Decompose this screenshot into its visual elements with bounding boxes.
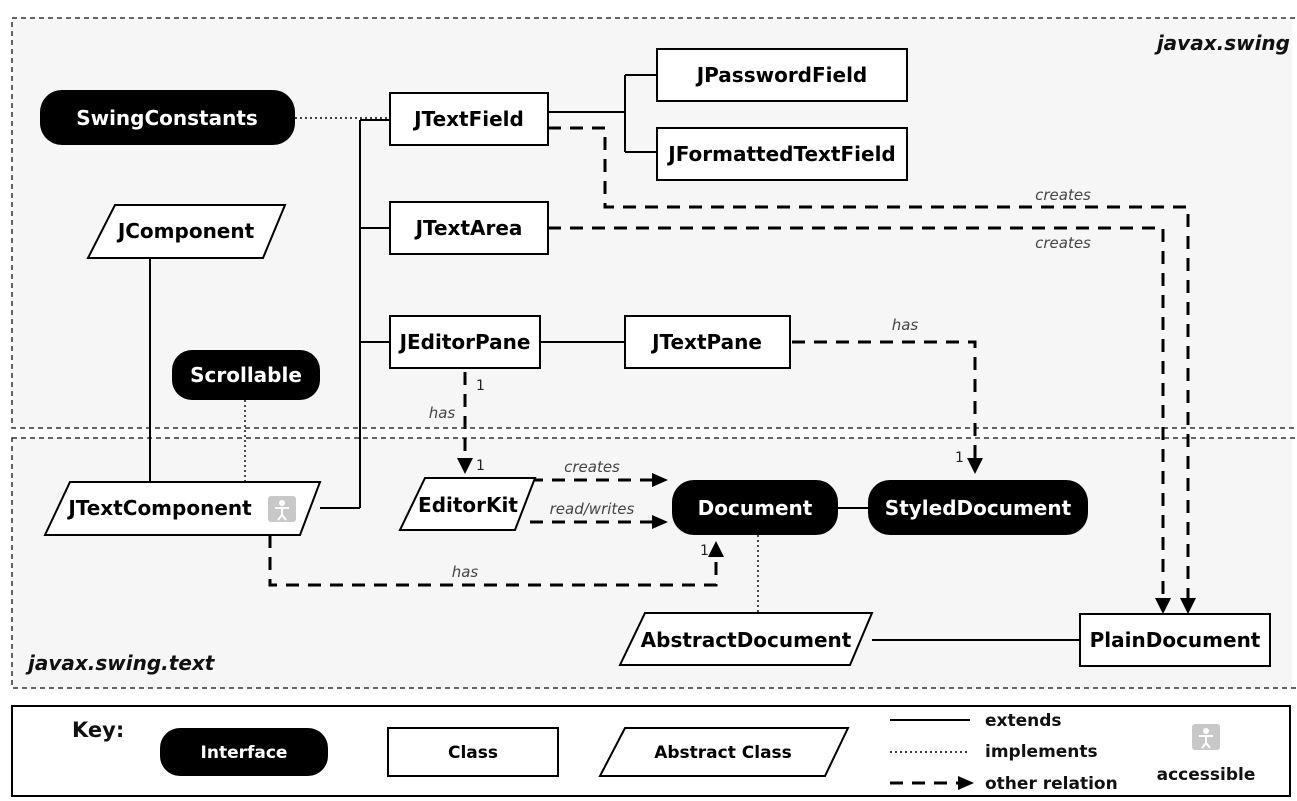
node-plaindocument[interactable]: PlainDocument — [1079, 613, 1271, 667]
multiplicity-editorpane: 1 — [476, 378, 485, 394]
arrowhead-editorkit-creates — [652, 473, 668, 487]
node-jtextcomponent-shape — [43, 481, 322, 536]
legend-interface-shape — [160, 728, 328, 776]
relation-textcomponent-has — [268, 535, 718, 587]
legend-implements-label: implements — [985, 742, 1098, 762]
node-jtextfield-shape — [389, 92, 549, 146]
node-jtextcomponent[interactable]: JTextComponent — [43, 481, 322, 536]
node-jeditorpane-shape — [389, 315, 541, 369]
node-document[interactable]: Document — [672, 480, 838, 535]
node-scrollable[interactable]: Scrollable — [172, 350, 320, 400]
extends-line-textcomponent-trunk — [320, 119, 390, 509]
node-editorkit-shape — [398, 477, 537, 531]
legend: Key: Interface Class Abstract Class exte… — [11, 705, 1291, 797]
node-jtextarea-shape — [389, 201, 549, 255]
node-editorkit-label: EditorKit — [418, 493, 518, 517]
arrowhead-textpane-has — [967, 458, 983, 474]
node-jpasswordfield[interactable]: JPasswordField — [656, 48, 908, 102]
node-scrollable-shape — [172, 350, 320, 400]
node-scrollable-label: Scrollable — [190, 363, 302, 387]
node-jtextcomponent-label: JTextComponent — [66, 496, 252, 520]
node-swingconstants[interactable]: SwingConstants — [40, 90, 295, 145]
node-abstractdocument-label: AbstractDocument — [641, 628, 852, 652]
node-jtextpane-shape — [624, 315, 791, 369]
multiplicity-editorkit: 1 — [476, 458, 485, 474]
package-swing-label: javax.swing — [1154, 31, 1290, 55]
legend-abstract-label: Abstract Class — [654, 743, 792, 763]
label-textpane-has: has — [892, 316, 919, 334]
legend-other-arrowhead — [958, 776, 974, 790]
node-jtextpane[interactable]: JTextPane — [624, 315, 791, 369]
node-abstractdocument-shape — [618, 612, 874, 666]
relation-textfield-creates — [548, 126, 1190, 600]
node-jformattedtextfield[interactable]: JFormattedTextField — [656, 127, 908, 181]
node-jtextarea-label: JTextArea — [414, 216, 523, 240]
accessible-icon — [268, 496, 296, 522]
label-editorpane-has: has — [429, 404, 456, 422]
legend-accessible-icon — [1192, 724, 1220, 750]
node-jtextpane-label: JTextPane — [650, 330, 762, 354]
node-jcomponent[interactable]: JComponent — [86, 204, 287, 259]
legend-class-shape — [387, 727, 559, 777]
label-editorkit-creates: creates — [564, 458, 620, 476]
node-document-shape — [672, 480, 838, 535]
node-jtextfield-label: JTextField — [412, 107, 524, 131]
label-textcomponent-has: has — [452, 563, 479, 581]
arrowhead-textarea-creates — [1155, 598, 1171, 614]
node-jcomponent-label: JComponent — [116, 219, 255, 243]
relation-textpane-has — [792, 340, 977, 460]
node-styleddocument-label: StyledDocument — [885, 496, 1072, 520]
node-abstractdocument[interactable]: AbstractDocument — [618, 612, 874, 666]
arrowhead-textfield-creates — [1180, 598, 1196, 614]
node-jtextfield[interactable]: JTextField — [389, 92, 549, 146]
legend-extends-label: extends — [985, 711, 1062, 731]
package-text-label: javax.swing.text — [25, 651, 216, 675]
node-jeditorpane[interactable]: JEditorPane — [389, 315, 541, 369]
package-text-border — [11, 437, 1297, 689]
node-styleddocument-shape — [868, 480, 1088, 535]
legend-title: Key: — [72, 718, 124, 742]
legend-abstract-shape — [598, 727, 850, 777]
legend-other-label: other relation — [985, 774, 1118, 794]
label-textfield-creates: creates — [1035, 186, 1091, 204]
node-swingconstants-shape — [40, 90, 295, 145]
node-jpasswordfield-shape — [656, 48, 908, 102]
legend-interface-label: Interface — [201, 743, 288, 763]
relation-textarea-creates — [548, 226, 1165, 600]
node-jeditorpane-label: JEditorPane — [398, 330, 531, 354]
node-styleddocument[interactable]: StyledDocument — [868, 480, 1088, 535]
legend-class-label: Class — [448, 743, 498, 763]
node-document-label: Document — [698, 496, 813, 520]
arrowhead-editorpane-has — [457, 458, 473, 474]
node-jformattedtextfield-shape — [656, 127, 908, 181]
node-plaindocument-label: PlainDocument — [1090, 628, 1261, 652]
node-swingconstants-label: SwingConstants — [76, 106, 258, 130]
label-editorkit-readwrites: read/writes — [550, 500, 635, 518]
node-editorkit[interactable]: EditorKit — [398, 477, 537, 531]
node-jformattedtextfield-label: JFormattedTextField — [666, 142, 896, 166]
arrowhead-textcomponent-has — [708, 541, 724, 557]
multiplicity-document: 1 — [700, 543, 709, 559]
node-plaindocument-shape — [1079, 613, 1271, 667]
extends-line-textfield-children — [548, 74, 657, 153]
label-textarea-creates: creates — [1035, 234, 1091, 252]
arrowhead-editorkit-readwrites — [652, 515, 668, 529]
legend-accessible-label: accessible — [1157, 765, 1256, 785]
node-jtextarea[interactable]: JTextArea — [389, 201, 549, 255]
node-jcomponent-shape — [86, 204, 287, 259]
node-jpasswordfield-label: JPasswordField — [695, 63, 868, 87]
package-swing-border — [11, 17, 1297, 429]
multiplicity-styleddocument: 1 — [955, 450, 964, 466]
